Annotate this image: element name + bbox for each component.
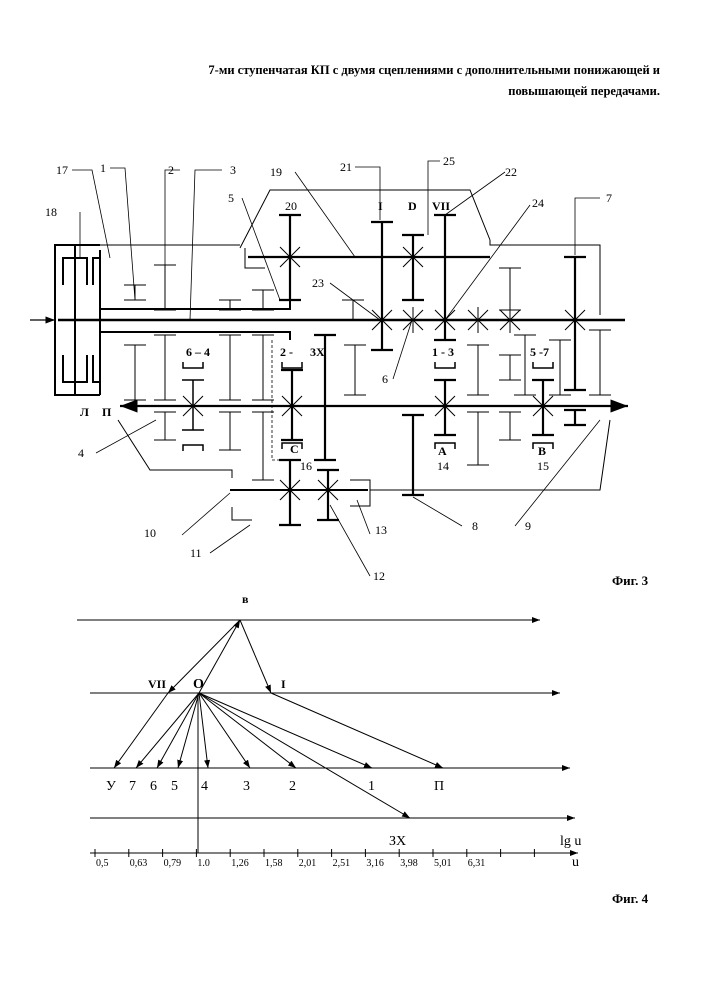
gear-label: 4: [201, 779, 208, 794]
label-4: 4: [78, 446, 84, 460]
synchronizer-icon: [435, 362, 455, 368]
sync-C: C: [290, 442, 299, 456]
label-19: 19: [270, 165, 282, 179]
synchronizer-icon: [183, 362, 203, 368]
label-15: 15: [537, 459, 549, 473]
synchronizer-icon: [533, 362, 553, 368]
tick-label: 0,5: [96, 858, 109, 869]
label-11: 11: [190, 546, 202, 560]
gear-label: 7: [129, 779, 136, 794]
tick-label: 0,79: [164, 858, 182, 869]
label-22: 22: [505, 165, 517, 179]
label-18: 18: [45, 205, 57, 219]
label-6: 6: [382, 372, 388, 386]
ray-gear-7: [136, 693, 199, 768]
label-13: 13: [375, 523, 387, 537]
ray-o-b: [199, 620, 240, 693]
label-23: 23: [312, 276, 324, 290]
ray-gear-2: [199, 693, 296, 768]
label-VII: VII: [148, 677, 166, 691]
ratio-diagram: 0,5 0,63 0,79 1.0 1,26 1,58 2,01 2,51 3,16 3,98 5,…: [77, 620, 578, 869]
label-21: 21: [340, 160, 352, 174]
label-9: 9: [525, 519, 531, 533]
tick-label: 1.0: [197, 858, 210, 869]
mark-P: П: [102, 405, 112, 419]
tick-label: 2,51: [333, 858, 351, 869]
label-12: 12: [373, 569, 385, 583]
tick-label: 2,01: [299, 858, 317, 869]
label-3: 3: [230, 163, 236, 177]
sync-5-7: 5 -7: [530, 345, 549, 359]
mark-L: Л: [80, 405, 89, 419]
ray-gear-5: [178, 693, 199, 768]
fig3-caption: Фиг. 3: [612, 573, 649, 588]
sync-6-4: 6 – 4: [186, 345, 210, 359]
label-8: 8: [472, 519, 478, 533]
gear-label: 6: [150, 779, 157, 794]
gear-label: 5: [171, 779, 178, 794]
axis-u: u: [572, 855, 579, 870]
label-I: I: [281, 677, 286, 691]
ray-b-i: [240, 620, 271, 693]
tick-label: 6,31: [468, 858, 486, 869]
fig4-caption: Фиг. 4: [612, 891, 649, 906]
upper-housing: [100, 190, 600, 315]
sync-A: A: [438, 444, 447, 458]
gear-mark-D: D: [408, 199, 417, 213]
axis-lg-u: lg u: [560, 834, 581, 849]
label-O: O: [193, 677, 204, 692]
gear-label: У: [106, 779, 116, 794]
tick-label: 0,63: [130, 858, 148, 869]
sync-1-3: 1 - 3: [432, 345, 454, 359]
label-b: в: [242, 592, 249, 606]
gear-mark-I: I: [378, 199, 383, 213]
tick-label: 1,26: [231, 858, 249, 869]
gear-label: 1: [368, 779, 375, 794]
ray-i-p: [271, 693, 443, 768]
synchronizer-icon: [183, 445, 203, 451]
ray-b-vii: [168, 620, 240, 693]
label-5: 5: [228, 191, 234, 205]
label-16: 16: [300, 459, 312, 473]
label-25: 25: [443, 154, 455, 168]
tick-label: 3,16: [366, 858, 384, 869]
ray-vii-u: [114, 693, 168, 768]
label-14: 14: [437, 459, 449, 473]
gear-label: 2: [289, 779, 296, 794]
label-24: 24: [532, 196, 544, 210]
tick-label: 5,01: [434, 858, 452, 869]
sync-B: B: [538, 444, 546, 458]
label-17: 17: [56, 163, 68, 177]
synchronizer-icon: [282, 362, 302, 368]
gear-label: П: [434, 779, 444, 794]
label-1: 1: [100, 161, 106, 175]
ray-gear-6: [157, 693, 199, 768]
sync-3x: 3Х: [310, 345, 325, 359]
gear-label: 3: [243, 779, 250, 794]
ray-reverse: [199, 693, 410, 818]
sync-2: 2 -: [280, 345, 293, 359]
leader-lines: [72, 161, 600, 576]
label-7: 7: [606, 191, 612, 205]
label-3x: ЗХ: [389, 834, 406, 849]
gear-mark-VII: VII: [432, 199, 450, 213]
tick-label: 1,58: [265, 858, 283, 869]
label-10: 10: [144, 526, 156, 540]
label-20: 20: [285, 199, 297, 213]
fig3-labels: 17 1 2 3 18 5 20 19 21 25 22 24 7 I D VI…: [45, 154, 649, 588]
tick-label: 3,98: [400, 858, 418, 869]
